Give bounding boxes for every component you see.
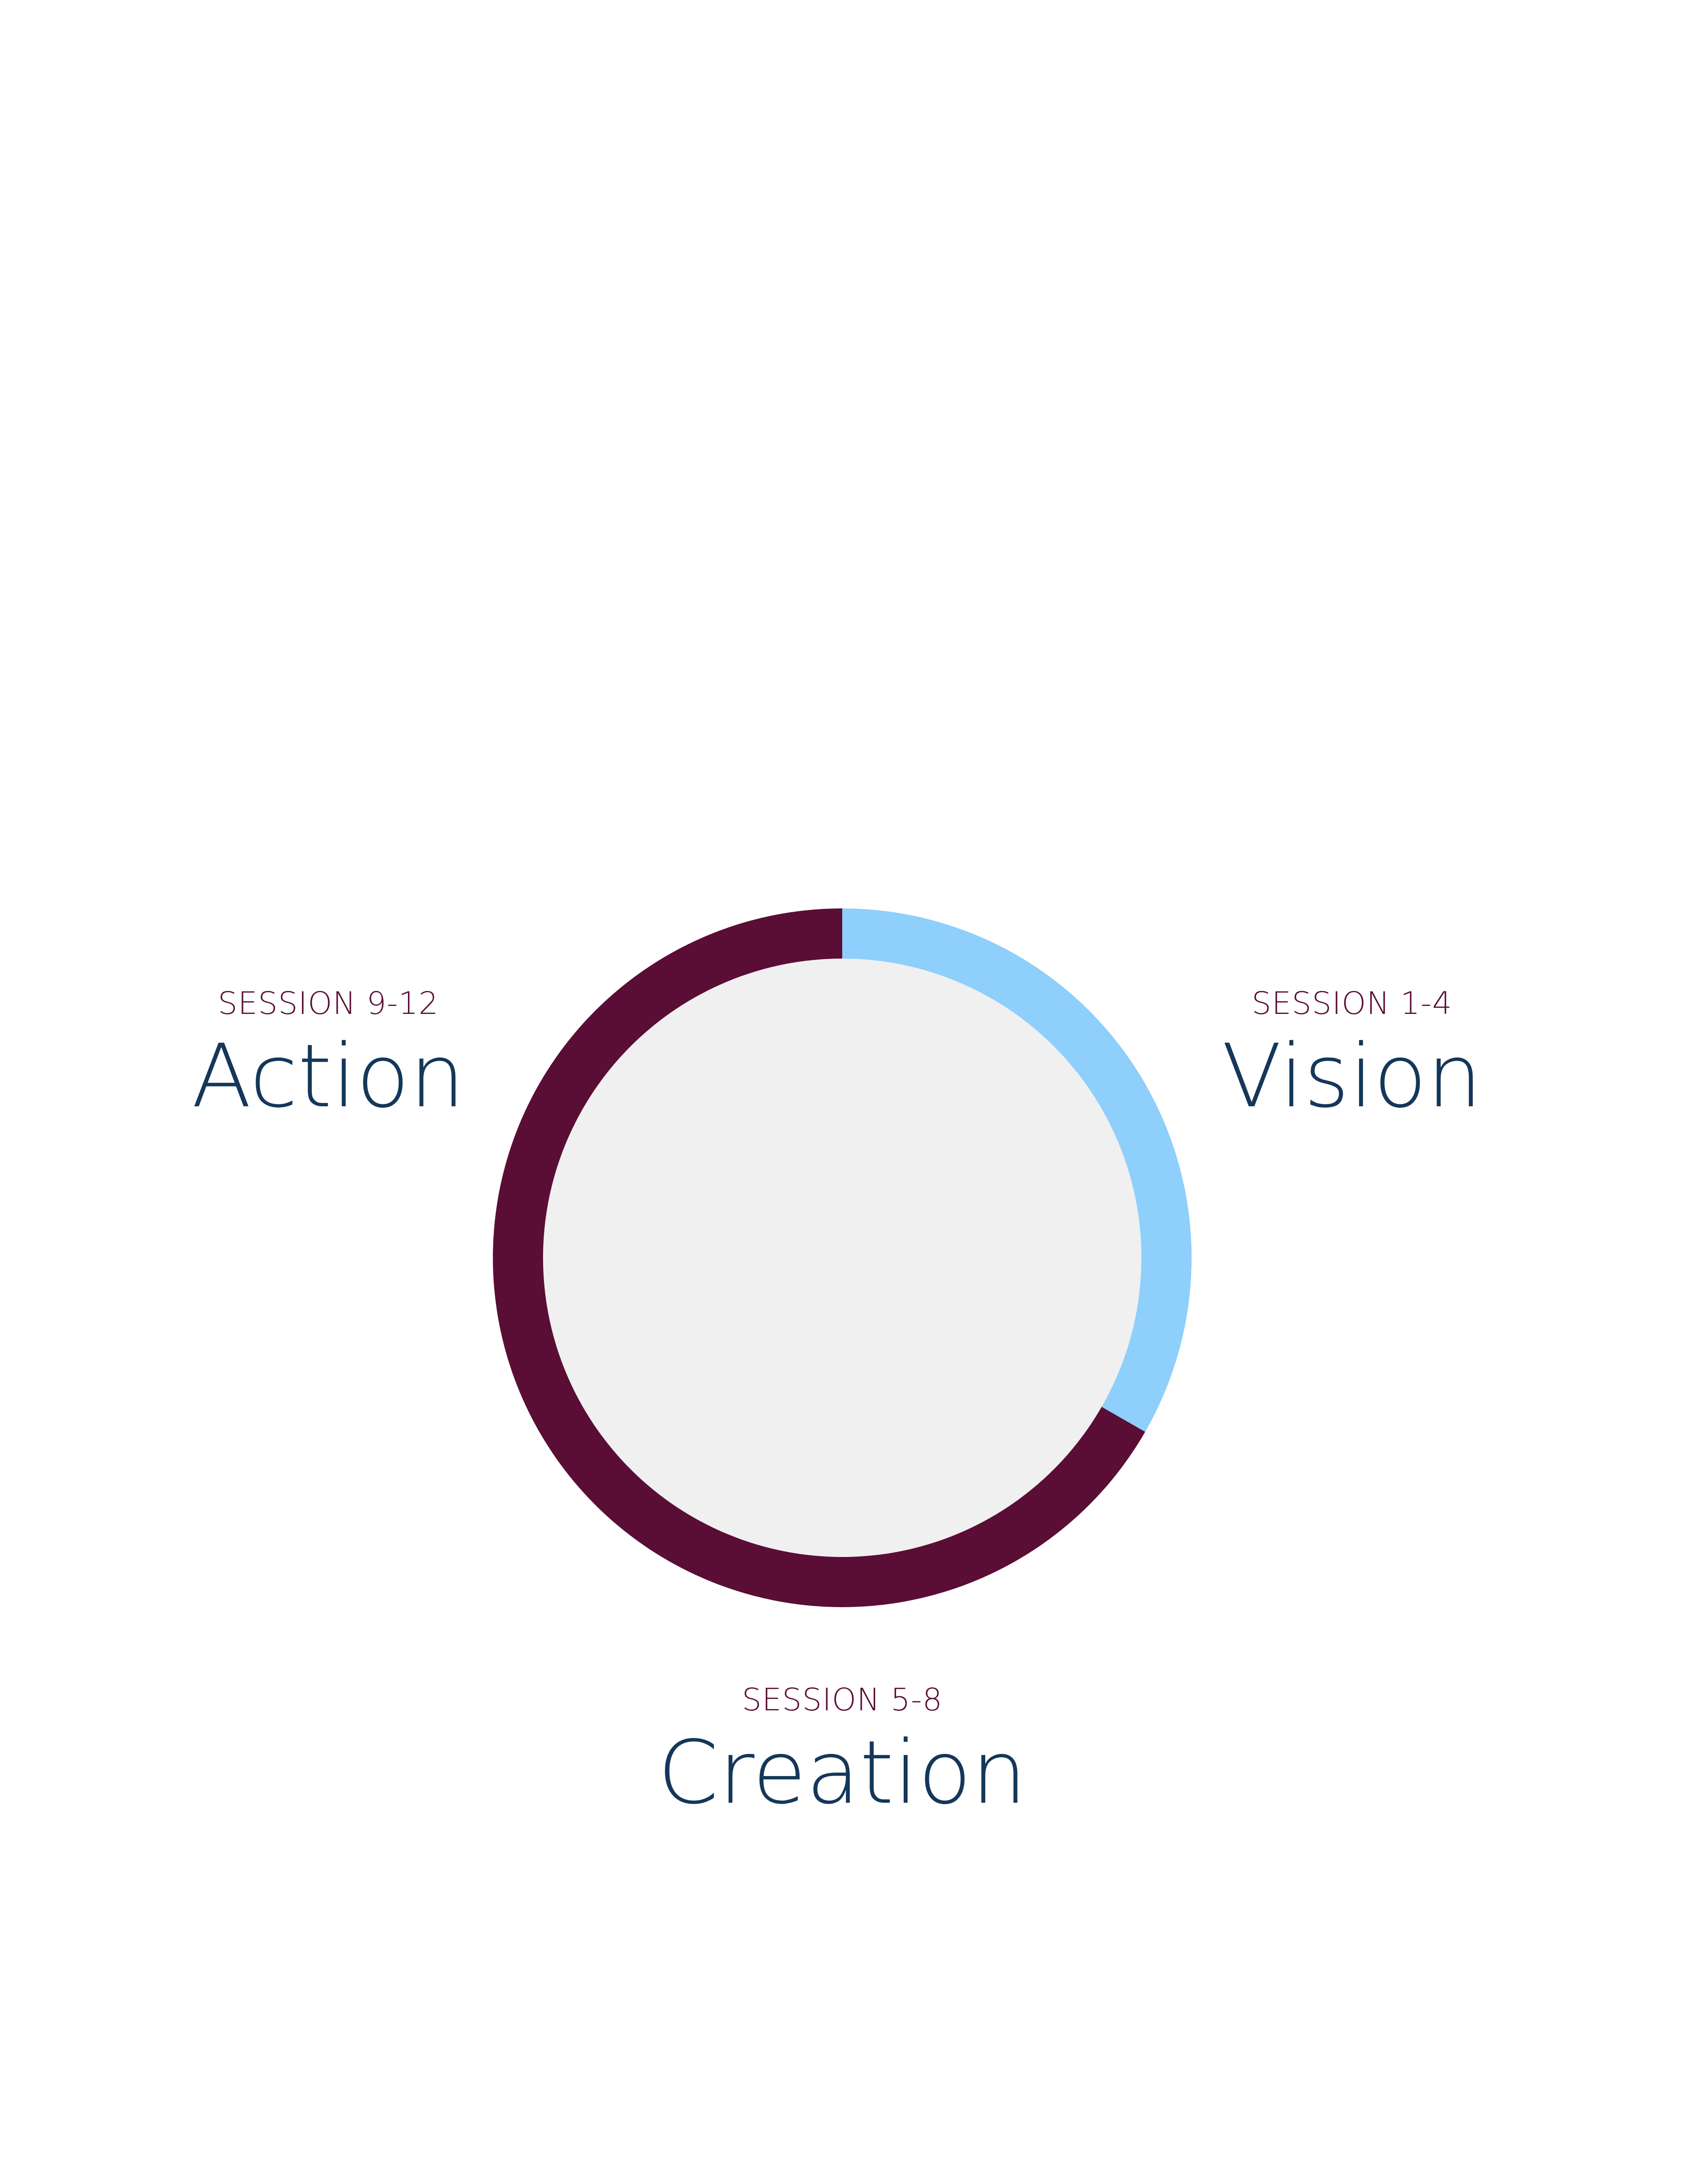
phase-creation: SESSION 5-8 Creation [608,1681,1077,1822]
phase-action-title: Action [191,1025,465,1127]
phase-vision-session: SESSION 1-4 [1252,985,1452,1021]
phase-action: SESSION 9-12 Action [94,985,563,1126]
phase-creation-session: SESSION 5-8 [742,1682,943,1718]
phase-vision-title: Vision [1222,1025,1482,1127]
phase-action-session: SESSION 9-12 [218,985,439,1021]
phase-vision: SESSION 1-4 Vision [1118,985,1586,1126]
inner-disc [543,959,1141,1557]
phase-creation-title: Creation [657,1722,1027,1823]
